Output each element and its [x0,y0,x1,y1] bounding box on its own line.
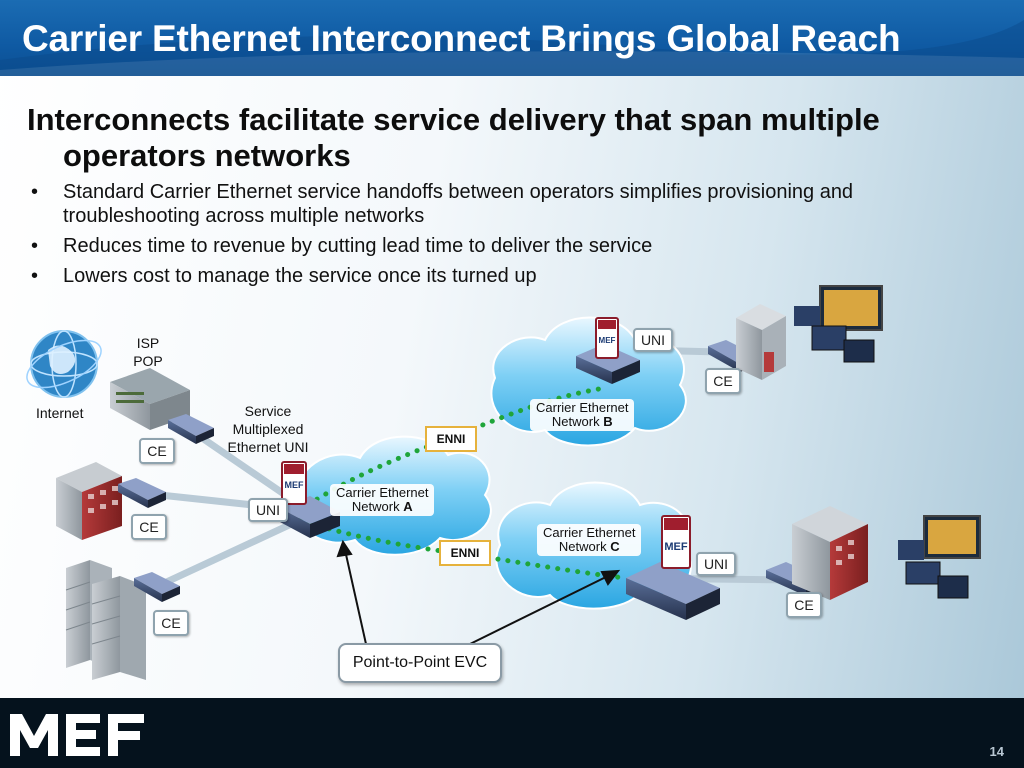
network-c-letter: C [610,539,620,554]
isp-pop-line-2: POP [133,353,163,369]
internet-globe [26,330,102,398]
network-c-prefix: Network [558,539,607,554]
ce-device-towers [134,572,180,602]
internet-label: Internet [36,405,84,421]
bullet-text: Standard Carrier Ethernet service handof… [63,181,854,203]
ce-box-remote-c: CE [786,592,822,618]
network-b-prefix: Network [551,414,600,429]
network-c-line-1: Carrier Ethernet [543,525,636,540]
bullet-text-cont: troubleshooting across multiple networks [63,205,425,227]
network-a-label: Carrier Ethernet Network A [330,484,435,516]
headline: Interconnects facilitate service deliver… [27,102,987,174]
mef-badge-b-text: MEF [599,336,616,345]
isp-pop-building [110,368,190,430]
office-building-left [56,462,122,540]
ce-device-isp [168,414,214,444]
bullet-marker: • [31,265,39,287]
page-number: 14 [989,744,1004,759]
office-towers [65,560,146,680]
remote-site-c-workstations [898,515,981,599]
network-a-prefix: Network [351,499,400,514]
network-device-c: MEF [626,515,720,620]
ce-device-left [118,478,166,508]
bullet-item: • Standard Carrier Ethernet service hand… [27,180,987,228]
ce-box-isp: CE [139,438,175,464]
isp-pop-label: ISP POP [128,334,168,370]
remote-site-b-building [736,304,786,380]
headline-line-2: operators networks [63,138,351,173]
point-to-point-evc-label: Point-to-Point EVC [338,643,502,683]
network-a-letter: A [403,499,413,514]
network-a-line-1: Carrier Ethernet [336,485,429,500]
evc-arrows [336,539,621,645]
network-device-b: MEF [576,317,640,384]
ce-box-left: CE [131,514,167,540]
enni-box-a-b: ENNI [425,426,477,452]
network-c-label: Carrier Ethernet Network C [537,524,642,556]
network-device-a: MEF [280,461,340,538]
bullet-text: Reduces time to revenue by cutting lead … [63,235,653,257]
remote-site-b-workstations [794,285,883,363]
isp-pop-line-1: ISP [136,335,160,351]
service-multiplexed-uni-label: Service Multiplexed Ethernet UNI [216,402,320,456]
title-bar: Carrier Ethernet Interconnect Brings Glo… [0,0,1024,76]
mef-badge-c-text: MEF [664,541,688,553]
bullet-item: • Lowers cost to manage the service once… [27,264,987,288]
bullet-list: • Standard Carrier Ethernet service hand… [27,180,987,294]
mef-logo [10,714,144,756]
enni-box-a-c: ENNI [439,540,491,566]
ce-box-towers: CE [153,610,189,636]
service-mux-line-1: Service [244,403,292,419]
uni-box-c: UNI [696,552,736,576]
slide-title: Carrier Ethernet Interconnect Brings Glo… [22,18,901,59]
network-b-line-1: Carrier Ethernet [536,400,629,415]
title-bar-swoosh [0,20,1024,76]
bullet-text: Lowers cost to manage the service once i… [63,265,537,287]
bullet-marker: • [31,235,39,257]
footer-bar [0,698,1024,768]
ce-box-remote-b: CE [705,368,741,394]
network-b-letter: B [603,414,613,429]
mef-badge-a-text: MEF [285,480,305,490]
network-b-label: Carrier Ethernet Network B [530,399,635,431]
uni-box-a: UNI [248,498,288,522]
bullet-marker: • [31,181,39,203]
bullet-item: • Reduces time to revenue by cutting lea… [27,234,987,258]
service-mux-line-3: Ethernet UNI [227,439,309,455]
headline-line-1: Interconnects facilitate service deliver… [27,102,880,137]
uni-box-b: UNI [633,328,673,352]
service-mux-line-2: Multiplexed [232,421,304,437]
remote-site-c-building [792,506,868,600]
